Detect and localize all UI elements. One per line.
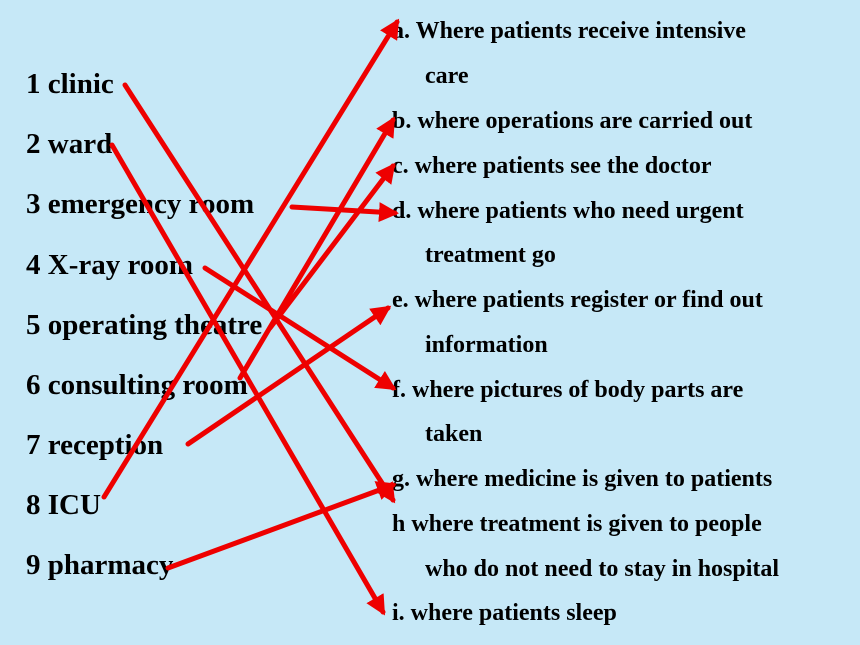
term-icu: 8 ICU (26, 489, 101, 521)
definition-e: e. where patients register or find out (392, 287, 763, 313)
term-ward: 2 ward (26, 128, 113, 160)
term-operating-theatre: 5 operating theatre (26, 309, 263, 341)
arrow-consulting-room-to-c (267, 162, 396, 331)
definition-h-cont: who do not need to stay in hospital (425, 556, 780, 582)
term-x-ray-room: 4 X-ray room (26, 249, 193, 281)
definition-e-cont: information (425, 332, 548, 358)
definition-d: d. where patients who need urgent (392, 198, 744, 224)
arrow-clinic-to-h (122, 82, 396, 504)
definition-f: f. where pictures of body parts are (392, 377, 744, 403)
definition-f-cont: taken (425, 421, 483, 447)
definition-b: b. where operations are carried out (392, 108, 753, 134)
term-clinic: 1 clinic (26, 68, 114, 100)
arrow-pharmacy-to-g (165, 481, 397, 571)
definition-i: i. where patients sleep (392, 600, 617, 626)
term-emergency-room: 3 emergency room (26, 188, 255, 220)
term-pharmacy: 9 pharmacy (26, 549, 174, 581)
definition-d-cont: treatment go (425, 242, 556, 268)
term-reception: 7 reception (26, 429, 164, 461)
arrow-operating-theatre-to-b (237, 116, 396, 381)
definition-h: h where treatment is given to people (392, 511, 762, 537)
definition-a: a. Where patients receive intensive (392, 18, 746, 44)
definition-a-cont: care (425, 63, 469, 89)
term-consulting-room: 6 consulting room (26, 369, 248, 401)
definition-c: c. where patients see the doctor (392, 153, 712, 179)
definition-g: g. where medicine is given to patients (392, 466, 773, 492)
arrow-emergency-room-to-d (289, 202, 399, 223)
